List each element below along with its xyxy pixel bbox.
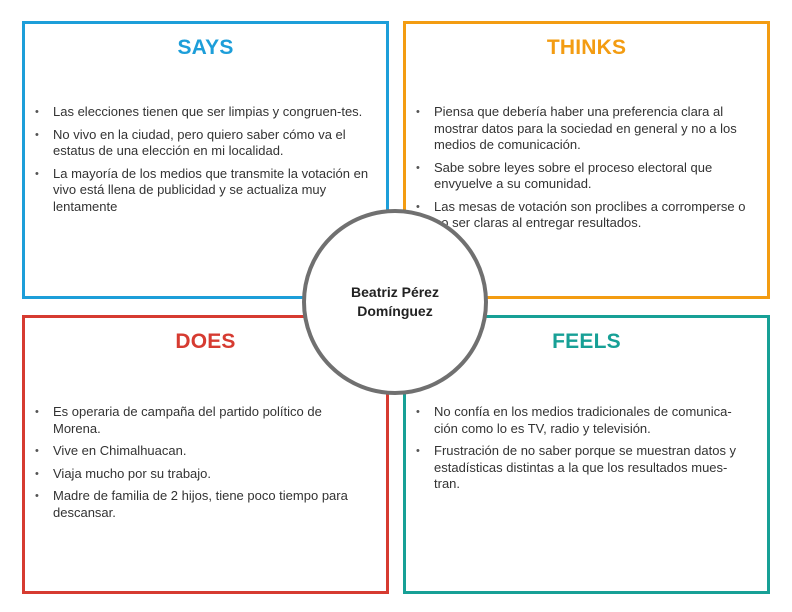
- bullet-icon: •: [35, 106, 39, 118]
- list-item: •Las elecciones tienen que ser limpias y…: [35, 104, 363, 119]
- does-list: •Es operaria de campaña del partido polí…: [35, 404, 370, 527]
- list-item: •Viaja mucho por su trabajo.: [35, 465, 212, 481]
- bullet-icon: •: [35, 406, 39, 418]
- bullet-icon: •: [35, 467, 39, 480]
- bullet-icon: •: [35, 490, 39, 502]
- list-item: •Sabe sobre leyes sobre el proceso elect…: [416, 159, 713, 192]
- list-item: •No vivo en la ciudad, pero quiero saber…: [35, 126, 346, 159]
- list-item: •Es operaria de campaña del partido polí…: [35, 404, 322, 436]
- bullet-icon: •: [416, 200, 420, 213]
- thinks-list: •Piensa que debería haber una preferenci…: [416, 104, 751, 238]
- says-quadrant: SAYS •Las elecciones tienen que ser limp…: [22, 21, 389, 299]
- thinks-title: THINKS: [546, 36, 627, 59]
- thinks-quadrant: THINKS •Piensa que debería haber una pre…: [403, 21, 770, 299]
- does-title: DOES: [175, 330, 236, 353]
- list-item: •Las mesas de votación son proclibes a c…: [416, 198, 746, 231]
- feels-quadrant: FEELS •No confía en los medios tradicion…: [403, 315, 770, 594]
- list-item: •La mayoría de los medios que transmite …: [35, 165, 369, 214]
- list-item: •Vive en Chimalhuacan.: [35, 443, 187, 458]
- bullet-icon: •: [35, 167, 39, 180]
- feels-title: FEELS: [552, 330, 621, 353]
- persona-circle: Beatriz Pérez Domínguez: [302, 209, 488, 395]
- list-item: •Piensa que debería haber una preferenci…: [416, 104, 737, 152]
- list-item: •No confía en los medios tradicionales d…: [416, 404, 732, 436]
- bullet-icon: •: [416, 161, 420, 174]
- says-title: SAYS: [177, 36, 234, 59]
- feels-list: •No confía en los medios tradicionales d…: [416, 404, 751, 499]
- persona-name: Beatriz Pérez Domínguez: [351, 284, 439, 319]
- says-list: •Las elecciones tienen que ser limpias y…: [35, 104, 370, 221]
- bullet-icon: •: [35, 445, 39, 457]
- bullet-icon: •: [416, 406, 420, 418]
- bullet-icon: •: [35, 128, 39, 141]
- bullet-icon: •: [416, 445, 420, 457]
- bullet-icon: •: [416, 106, 420, 118]
- list-item: •Frustración de no saber porque se muest…: [416, 443, 737, 491]
- list-item: •Madre de familia de 2 hijos, tiene poco…: [35, 488, 348, 520]
